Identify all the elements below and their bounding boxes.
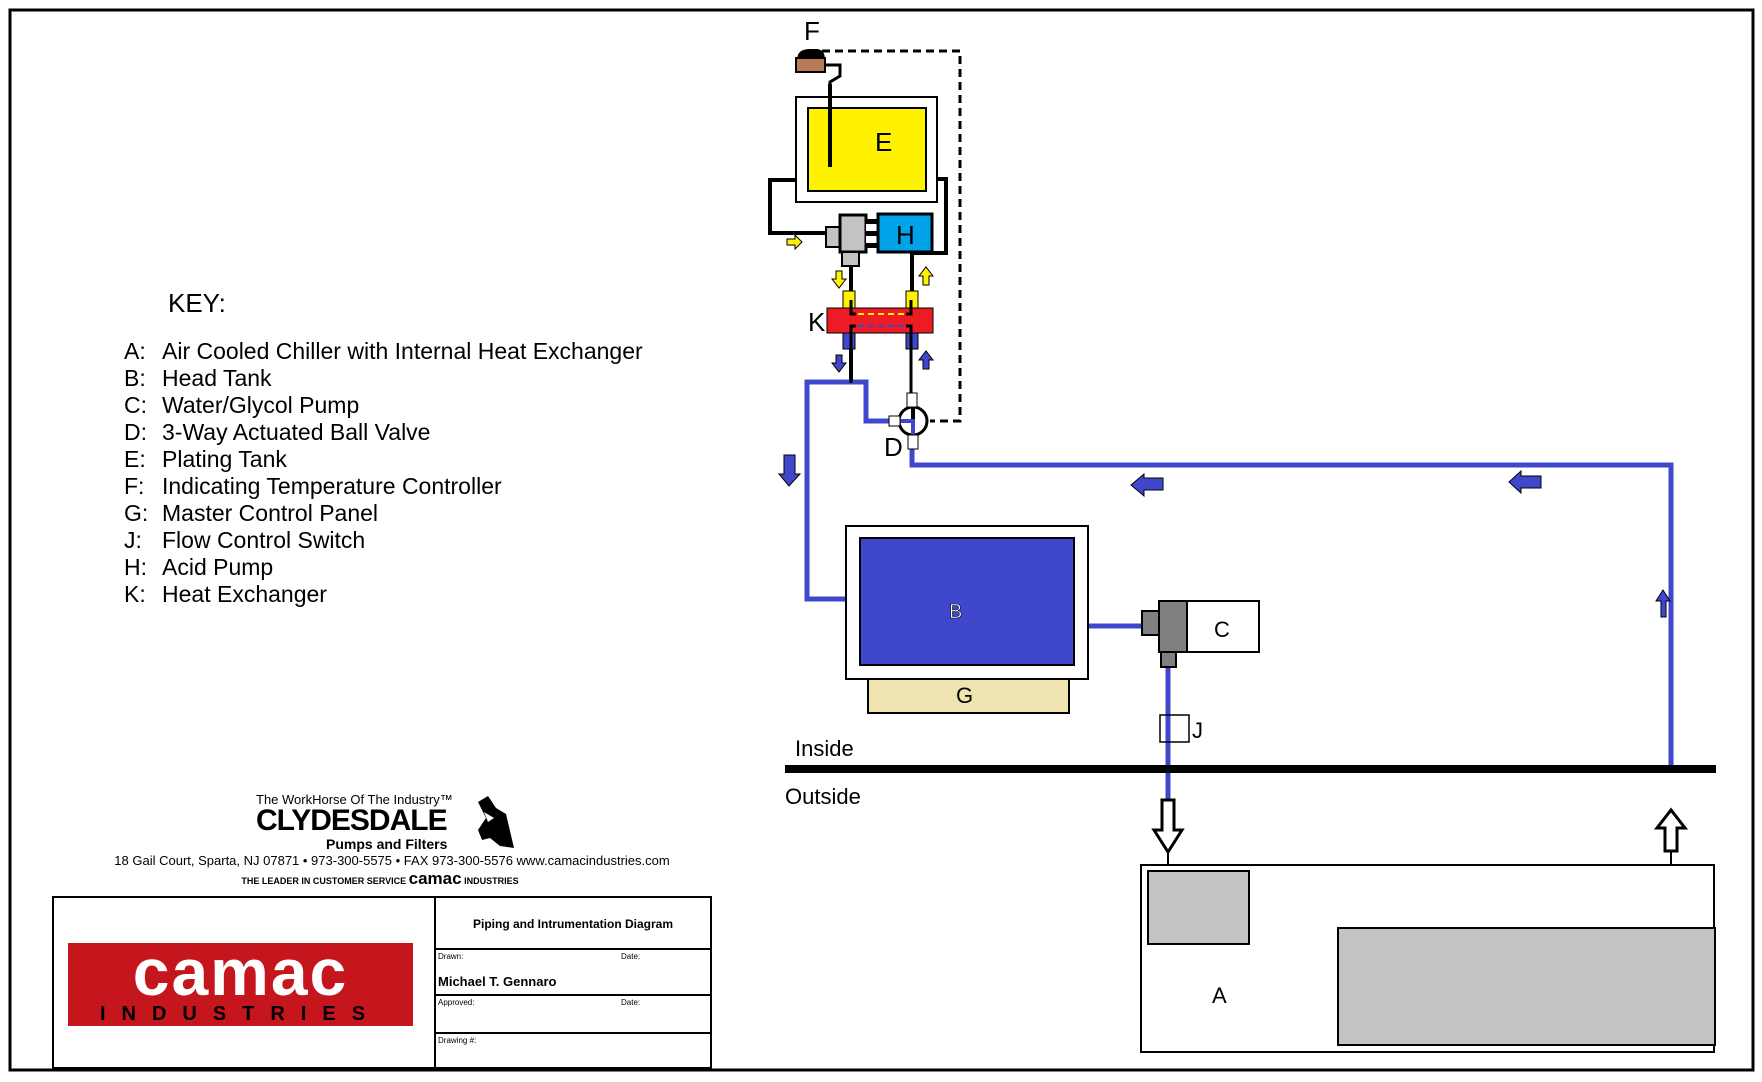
legend-code: B: <box>124 365 146 391</box>
legend-label: Plating Tank <box>162 446 287 472</box>
drawing-number-label: Drawing #: <box>438 1036 477 1045</box>
control-signal-line <box>822 49 962 423</box>
three-way-valve-D[interactable] <box>888 392 929 450</box>
flow-arrow-up-icon <box>917 350 935 370</box>
plating-tank-E[interactable] <box>795 84 938 203</box>
flow-arrow-down-icon <box>830 270 848 289</box>
flow-arrow-down-icon <box>777 454 802 487</box>
approved-date-label: Date: <box>621 998 641 1007</box>
legend-label: Indicating Temperature Controller <box>162 473 502 499</box>
drawing-title: Piping and Intrumentation Diagram <box>436 898 710 950</box>
legend-code: D: <box>124 419 147 445</box>
drawn-row: Drawn: Date: Michael T. Gennaro <box>436 950 710 996</box>
acid-suction-line <box>768 178 826 235</box>
leader-suffix: INDUSTRIES <box>464 876 519 886</box>
clydesdale-brand-block: The WorkHorse Of The Industry™ CLYDESDAL… <box>60 792 700 888</box>
brand-subtitle: Pumps and Filters <box>326 836 448 852</box>
brand-name: CLYDESDALE <box>256 804 448 837</box>
drawing-frame <box>8 8 1755 1072</box>
leader-prefix: THE LEADER IN CUSTOMER SERVICE <box>241 876 407 886</box>
label-A: A <box>1212 983 1227 1008</box>
master-control-panel-G[interactable] <box>867 678 1070 714</box>
zone-inside-label: Inside <box>795 736 854 761</box>
logo-sub-text: INDUSTRIES <box>99 1003 382 1025</box>
approved-label: Approved: <box>438 998 475 1007</box>
legend-code: J: <box>124 527 142 553</box>
brand-tagline: The WorkHorse Of The Industry™ <box>256 792 453 807</box>
legend-item: G: Master Control Panel <box>124 500 643 527</box>
legend-code: H: <box>124 554 147 580</box>
label-K: K <box>808 307 826 337</box>
legend-label: Air Cooled Chiller with Internal Heat Ex… <box>162 338 643 364</box>
label-F: F <box>804 16 820 46</box>
zone-outside-label: Outside <box>785 784 861 809</box>
legend-item: E: Plating Tank <box>124 446 643 473</box>
acid-pump-H[interactable] <box>825 212 934 267</box>
flow-arrow-right-icon <box>786 233 803 251</box>
title-block: camac INDUSTRIES Piping and Intrumentati… <box>52 896 712 1069</box>
legend-label: Acid Pump <box>162 554 274 580</box>
legend-item: F: Indicating Temperature Controller <box>124 473 643 500</box>
label-B: B <box>949 601 962 623</box>
legend-item: H: Acid Pump <box>124 554 643 581</box>
logo-main-text: camac <box>132 943 349 1009</box>
flow-arrow-down-icon <box>830 354 848 373</box>
label-C: C <box>1214 617 1230 642</box>
legend-label: 3-Way Actuated Ball Valve <box>162 419 431 445</box>
drawn-date-label: Date: <box>621 952 641 961</box>
head-tank-B[interactable] <box>845 525 1089 680</box>
clydesdale-horse-logo-icon <box>478 796 514 848</box>
label-G: G <box>956 683 973 708</box>
legend-code: G: <box>124 500 149 526</box>
flow-arrow-up-icon <box>917 266 935 286</box>
legend-label: Master Control Panel <box>162 500 379 526</box>
flow-arrow-up-icon <box>1655 589 1671 618</box>
flow-switch-J[interactable] <box>1159 714 1190 743</box>
acid-return-line <box>910 177 948 316</box>
title-block-fields: Piping and Intrumentation Diagram Drawn:… <box>434 896 712 1069</box>
leader-brand: camac <box>408 869 462 888</box>
legend-label: Heat Exchanger <box>162 581 327 607</box>
legend-code: C: <box>124 392 147 418</box>
air-cooled-chiller-A[interactable] <box>1140 864 1716 1053</box>
return-connection-arrow-icon <box>1653 807 1689 853</box>
drawn-by-value: Michael T. Gennaro <box>438 974 557 989</box>
legend-code: A: <box>124 338 146 364</box>
legend-item: C: Water/Glycol Pump <box>124 392 643 419</box>
brand-address: 18 Gail Court, Sparta, NJ 07871 • 973-30… <box>114 853 670 868</box>
legend-key: KEY: A: Air Cooled Chiller with Internal … <box>124 288 643 608</box>
legend-item: D: 3-Way Actuated Ball Valve <box>124 419 643 446</box>
heat-exchanger-K[interactable] <box>826 290 934 400</box>
brand-leader-line: THE LEADER IN CUSTOMER SERVICE camac IND… <box>60 870 700 890</box>
label-J: J <box>1192 718 1203 743</box>
legend-code: E: <box>124 446 146 472</box>
drawing-number-row: Drawing #: <box>436 1034 710 1069</box>
legend-item: K: Heat Exchanger <box>124 581 643 608</box>
drawn-label: Drawn: <box>438 952 464 961</box>
label-H: H <box>896 220 915 250</box>
temperature-controller-F[interactable] <box>795 49 842 165</box>
flow-arrow-left-icon <box>1130 472 1164 498</box>
legend-list: A: Air Cooled Chiller with Internal Heat … <box>124 338 643 608</box>
legend-label: Water/Glycol Pump <box>162 392 360 418</box>
approved-row: Approved: Date: <box>436 996 710 1034</box>
legend-code: F: <box>124 473 145 499</box>
legend-label: Head Tank <box>162 365 272 391</box>
legend-item: J: Flow Control Switch <box>124 527 643 554</box>
legend-code: K: <box>124 581 146 607</box>
legend-item: A: Air Cooled Chiller with Internal Heat … <box>124 338 643 365</box>
flow-arrow-left-icon <box>1508 469 1542 495</box>
legend-label: Flow Control Switch <box>162 527 366 553</box>
glycol-pump-C[interactable] <box>1141 600 1260 668</box>
label-E: E <box>875 127 892 157</box>
camac-logo: camac INDUSTRIES <box>68 943 413 1026</box>
supply-connection-arrow-icon <box>1151 798 1185 855</box>
legend-item: B: Head Tank <box>124 365 643 392</box>
label-D: D <box>884 432 903 462</box>
legend-title: KEY: <box>168 288 226 318</box>
